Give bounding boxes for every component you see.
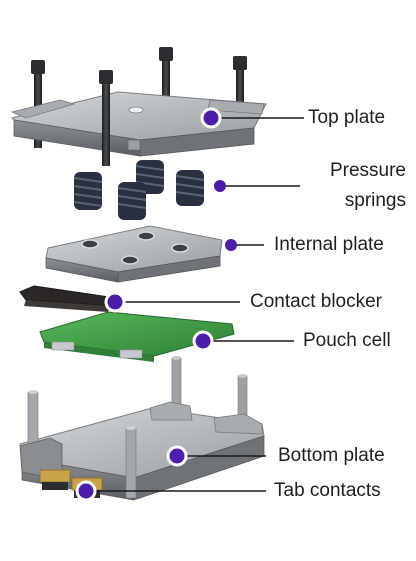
bolt-head: [31, 60, 45, 74]
marker-pressure-springs: [214, 180, 226, 192]
label-pouch-cell: Pouch cell: [303, 330, 391, 352]
label-internal-plate: Internal plate: [274, 234, 384, 256]
bolt-head: [159, 47, 173, 61]
marker-pouch-cell: [194, 332, 212, 350]
spring-seat: [138, 232, 154, 240]
label-tab-contacts: Tab contacts: [274, 480, 381, 502]
contact-blocker: [20, 286, 116, 312]
guide-post: [126, 428, 136, 498]
label-top-plate: Top plate: [308, 107, 385, 129]
bolt: [102, 74, 110, 166]
label-pressure-springs-line1: Pressure: [300, 160, 406, 182]
cell-tab: [52, 342, 74, 350]
bolt-head: [233, 56, 247, 70]
label-bottom-plate: Bottom plate: [278, 445, 385, 467]
spring-seat: [82, 240, 98, 248]
spring-seat: [122, 256, 138, 264]
cell-tab: [120, 350, 142, 358]
internal-plate: [46, 226, 222, 282]
spring-seat: [172, 244, 188, 252]
label-pressure-springs-line2: springs: [300, 190, 406, 212]
pressure-springs: [74, 160, 204, 220]
marker-tab-contacts: [77, 482, 95, 500]
spring: [118, 182, 146, 220]
label-contact-blocker: Contact blocker: [250, 291, 382, 313]
top-plate: [12, 47, 266, 166]
marker-contact-blocker: [106, 293, 124, 311]
marker-top-plate: [202, 109, 220, 127]
spring: [176, 170, 204, 206]
spring: [74, 172, 102, 210]
marker-bottom-plate: [168, 447, 186, 465]
marker-internal-plate: [225, 239, 237, 251]
bolt-head: [99, 70, 113, 84]
